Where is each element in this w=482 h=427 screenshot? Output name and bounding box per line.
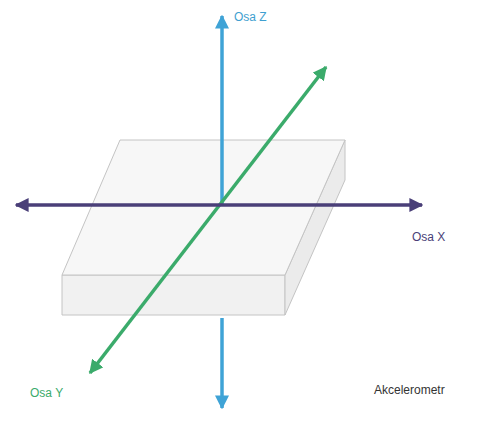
y-axis (90, 67, 326, 373)
axis-label: Osa X (412, 230, 445, 244)
z-axis-lower (220, 318, 224, 408)
slab-front (62, 275, 285, 315)
axis-label: Osa Z (234, 10, 267, 24)
x-axis (16, 203, 422, 207)
diagram-caption: Akcelerometr (374, 383, 445, 397)
axis-label: Osa Y (30, 386, 63, 400)
slab-top (62, 140, 345, 275)
z-axis-upper (220, 16, 224, 205)
